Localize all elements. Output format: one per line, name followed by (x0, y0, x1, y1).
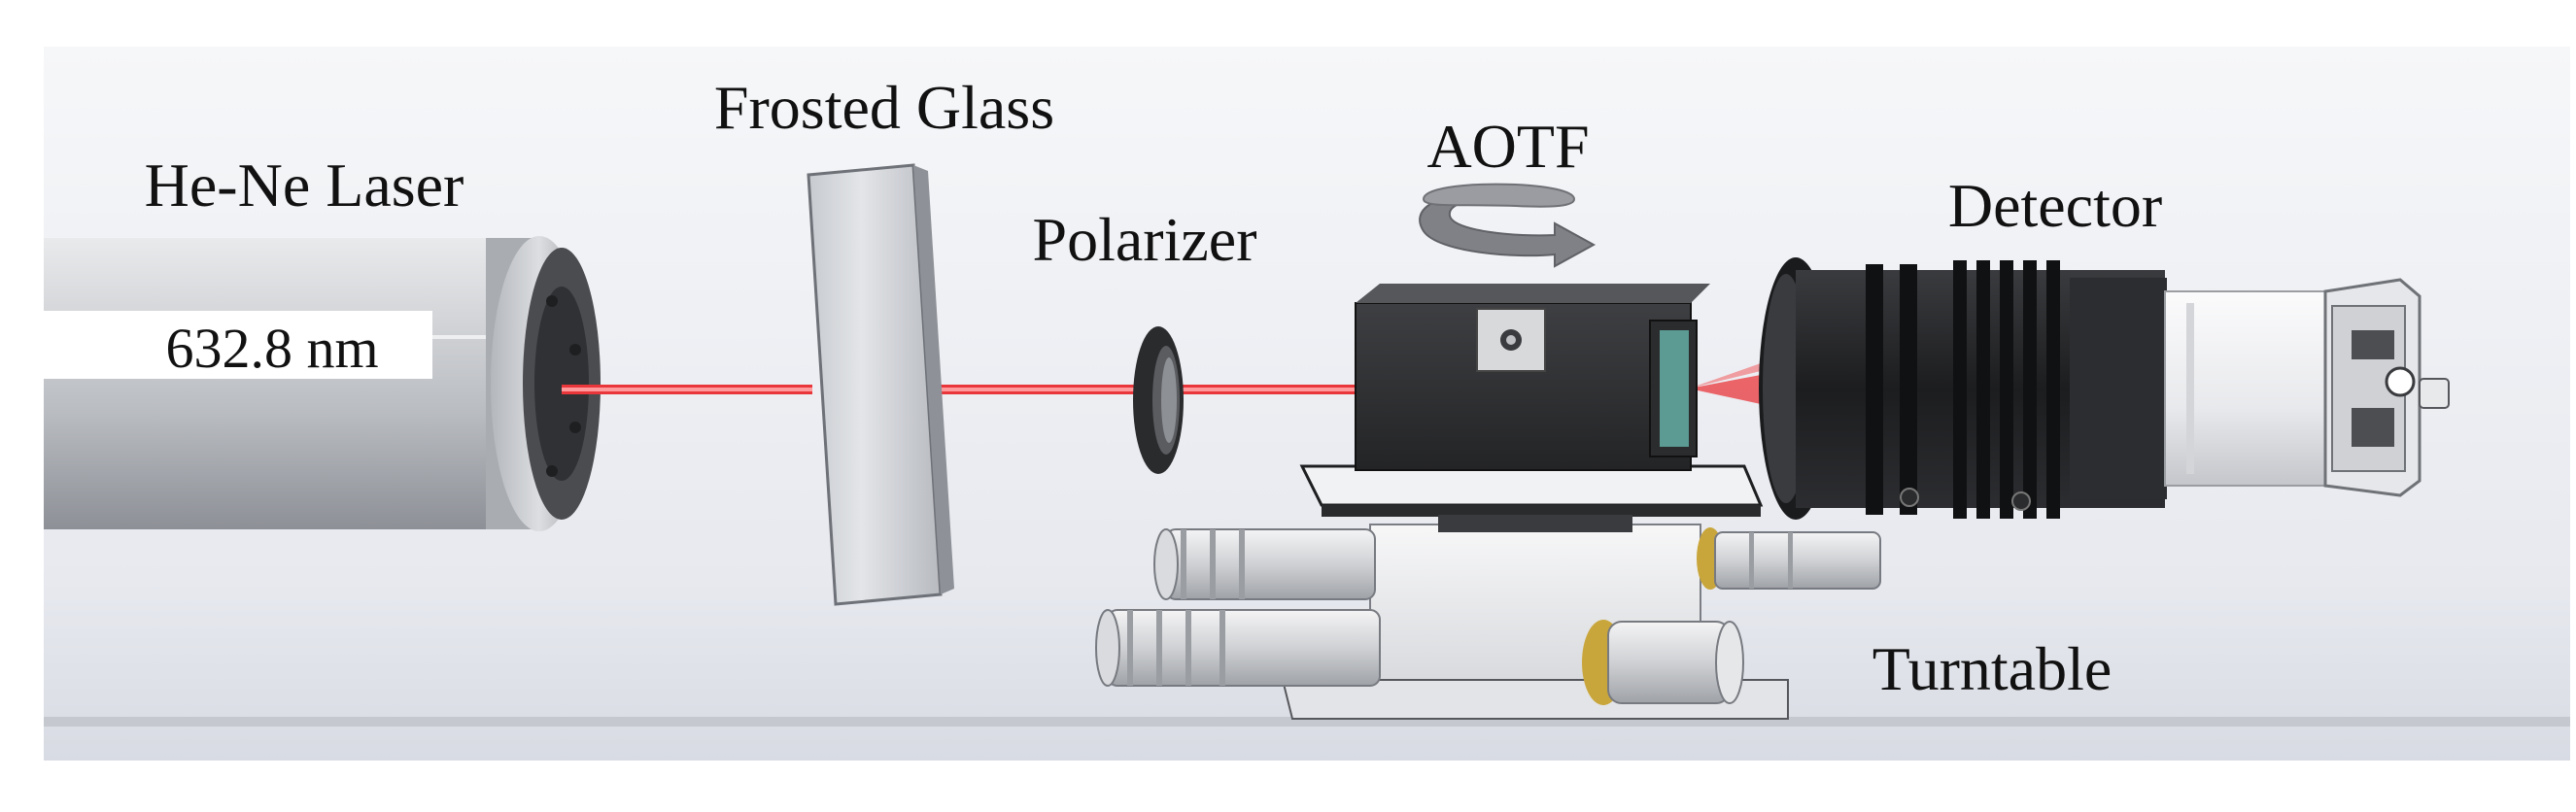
aotf (1355, 284, 1710, 471)
label-aotf: AOTF (1426, 112, 1589, 181)
micrometer-knob-front (1582, 620, 1744, 705)
micrometer-knob-right (1697, 527, 1881, 590)
label-he-ne-laser: He-Ne Laser (145, 151, 464, 220)
rotate-arrow-icon (1419, 183, 1597, 268)
screw-icon (2011, 491, 2031, 511)
laser-tube (44, 238, 534, 529)
wavelength-label-box (44, 311, 432, 379)
label-polarizer: Polarizer (1033, 205, 1257, 274)
screw-icon (546, 295, 558, 307)
focus-ring (1866, 260, 2060, 519)
aotf-crystal-window (1660, 330, 1689, 447)
label-frosted-glass: Frosted Glass (714, 73, 1054, 142)
screw-icon (1900, 488, 1919, 507)
frosted-glass (807, 163, 954, 606)
beam-segment-4 (1689, 375, 1761, 404)
polarizer (1133, 326, 1184, 474)
camera-connector (2385, 366, 2416, 397)
screw-icon (569, 422, 581, 433)
label-detector: Detector (1948, 171, 2162, 240)
screw-icon (546, 465, 558, 477)
turntable (1095, 464, 1881, 720)
detector (1759, 257, 2450, 520)
screw-icon (569, 344, 581, 355)
he-ne-laser (44, 236, 601, 531)
laser-beam (562, 363, 1761, 404)
turntable-top-plate (1299, 464, 1764, 507)
floor-line (44, 717, 2570, 727)
label-turntable: Turntable (1872, 634, 2112, 703)
micrometer-knob-lower (1095, 609, 1381, 687)
label-wavelength: 632.8 nm (165, 317, 378, 380)
micrometer-knob-upper (1153, 528, 1376, 600)
